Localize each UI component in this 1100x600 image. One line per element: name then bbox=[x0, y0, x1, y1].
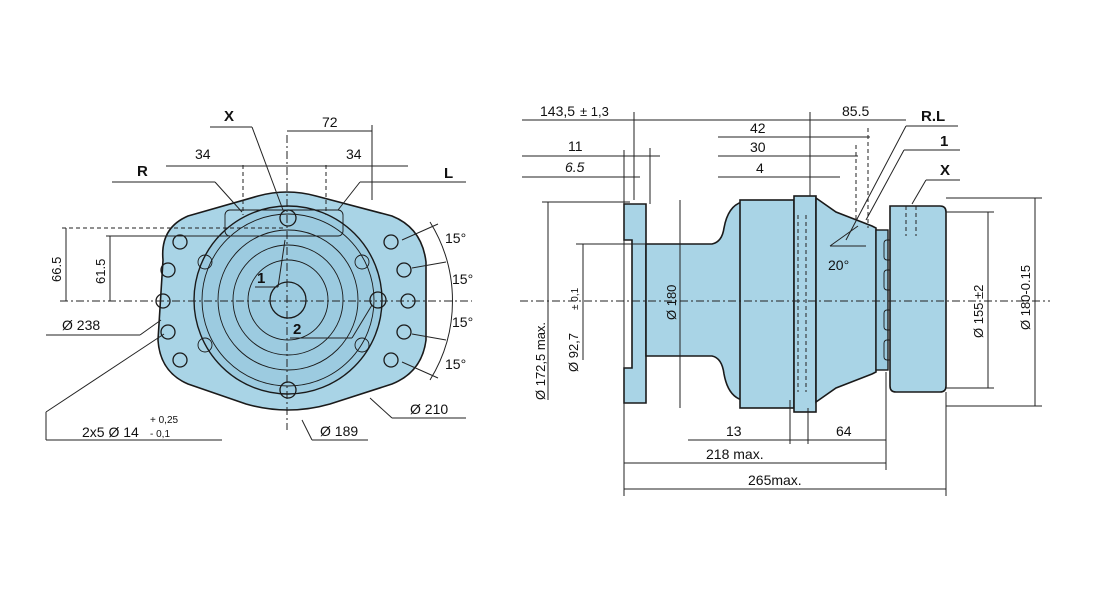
front-label-l-leader-2 bbox=[337, 181, 361, 211]
dim-180-015-text: Ø 180-0.15 bbox=[1018, 265, 1033, 330]
mount-hole-l1 bbox=[172, 234, 188, 250]
front-lr-bolt bbox=[354, 337, 370, 353]
dim-265-text: 265max. bbox=[748, 472, 802, 488]
dim-holes-text: 2x5 Ø 14 bbox=[82, 424, 139, 440]
mount-hole-l5 bbox=[172, 352, 188, 368]
front-ring-1 bbox=[201, 213, 375, 387]
dim-6-5-text: 6.5 bbox=[565, 159, 585, 175]
front-label-r-leader-2 bbox=[214, 181, 243, 213]
side-view: 143,5 ± 1,3 11 6.5 85.5 42 30 4 R.L 1 X bbox=[520, 103, 1050, 496]
front-label-2-line-2 bbox=[351, 304, 373, 339]
dim-34-left-text: 34 bbox=[195, 146, 211, 162]
dim-85-5-text: 85.5 bbox=[842, 103, 869, 119]
front-label-r: R bbox=[137, 163, 148, 180]
dim-61-5-text: 61.5 bbox=[93, 259, 108, 284]
front-label-x-leader-2 bbox=[251, 126, 284, 211]
mount-hole-r1 bbox=[383, 234, 399, 250]
front-view: 72 34 34 X R L 66.5 61.5 1 2 bbox=[45, 108, 473, 441]
dim-13-text: 13 bbox=[726, 423, 742, 439]
dim-42-text: 42 bbox=[750, 120, 766, 136]
dim-210-text: Ø 210 bbox=[410, 401, 448, 417]
angle-ray-3 bbox=[411, 333, 447, 341]
dim-218-text: 218 max. bbox=[706, 446, 764, 462]
dim-34-right-text: 34 bbox=[346, 146, 362, 162]
angle-20-text: 20° bbox=[828, 257, 849, 273]
front-ul-bolt bbox=[197, 254, 213, 270]
mount-hole-l2 bbox=[160, 262, 176, 278]
front-inner-ring bbox=[193, 205, 383, 395]
dim-143-5-tol: ± 1,3 bbox=[580, 104, 609, 119]
front-shaft bbox=[269, 281, 307, 319]
angle-ray-4 bbox=[401, 361, 439, 379]
angle-ray-2 bbox=[411, 261, 447, 269]
angle-text-1: 15° bbox=[445, 230, 466, 246]
side-label-one-leader bbox=[865, 149, 905, 221]
side-rear-cap bbox=[889, 205, 947, 393]
dim-180-text: Ø 180 bbox=[664, 285, 679, 320]
side-tapered-body bbox=[815, 196, 877, 404]
dim-238-leader-2 bbox=[139, 319, 162, 336]
dim-holes-leader bbox=[45, 333, 165, 413]
dim-holes-tol-plus: + 0,25 bbox=[150, 415, 179, 426]
front-ring-3 bbox=[232, 244, 344, 356]
side-label-x: X bbox=[940, 162, 950, 179]
angle-20-ray-2 bbox=[829, 225, 859, 247]
side-label-x-leader bbox=[911, 179, 927, 205]
dim-11-text: 11 bbox=[568, 138, 583, 154]
side-label-rl: R.L bbox=[921, 108, 945, 125]
dim-210-leader bbox=[369, 397, 393, 419]
dim-189-text: Ø 189 bbox=[320, 423, 358, 439]
side-housing-segment bbox=[793, 195, 817, 413]
dim-172-5-text: Ø 172,5 max. bbox=[533, 322, 548, 400]
side-mount-flange bbox=[623, 203, 647, 404]
dim-143-5-text: 143,5 bbox=[540, 103, 575, 119]
dim-92-7-text: Ø 92,7 bbox=[566, 333, 581, 372]
side-main-housing bbox=[739, 199, 795, 409]
dim-4-text: 4 bbox=[756, 160, 764, 176]
dim-64-text: 64 bbox=[836, 423, 852, 439]
dim-238-text: Ø 238 bbox=[62, 317, 100, 333]
front-label-x: X bbox=[224, 108, 234, 125]
dim-92-7-tol: ± 0,1 bbox=[570, 287, 581, 310]
front-label-1-line-2 bbox=[277, 239, 286, 288]
front-ring-2 bbox=[217, 229, 359, 371]
dim-155-text: Ø 155 ±2 bbox=[971, 285, 986, 338]
front-label-2: 2 bbox=[293, 321, 301, 338]
front-right-bolt bbox=[369, 291, 387, 309]
front-ring-4 bbox=[247, 259, 329, 341]
side-label-rl-leader bbox=[845, 125, 907, 241]
mount-hole-r4 bbox=[396, 324, 412, 340]
front-ll-bolt bbox=[197, 337, 213, 353]
dim-66-5-text: 66.5 bbox=[49, 257, 64, 282]
dim-30-text: 30 bbox=[750, 139, 766, 155]
front-top-bolt bbox=[279, 209, 297, 227]
angle-text-2: 15° bbox=[452, 271, 473, 287]
dim-72-text: 72 bbox=[322, 114, 338, 130]
angle-text-3: 15° bbox=[452, 314, 473, 330]
angle-arc bbox=[429, 221, 453, 381]
angle-ray-1 bbox=[401, 223, 439, 241]
front-label-1: 1 bbox=[257, 270, 265, 287]
dim-holes-tol-minus: - 0,1 bbox=[150, 429, 170, 440]
mount-hole-l4 bbox=[160, 324, 176, 340]
side-port-stack bbox=[875, 229, 889, 371]
front-ur-bolt bbox=[354, 254, 370, 270]
side-label-one: 1 bbox=[940, 133, 948, 150]
mount-hole-r2 bbox=[396, 262, 412, 278]
mount-hole-r5 bbox=[383, 352, 399, 368]
front-bottom-bolt bbox=[279, 381, 297, 399]
angle-text-4: 15° bbox=[445, 356, 466, 372]
front-label-l: L bbox=[444, 165, 453, 182]
dim-189-leader bbox=[301, 419, 313, 441]
